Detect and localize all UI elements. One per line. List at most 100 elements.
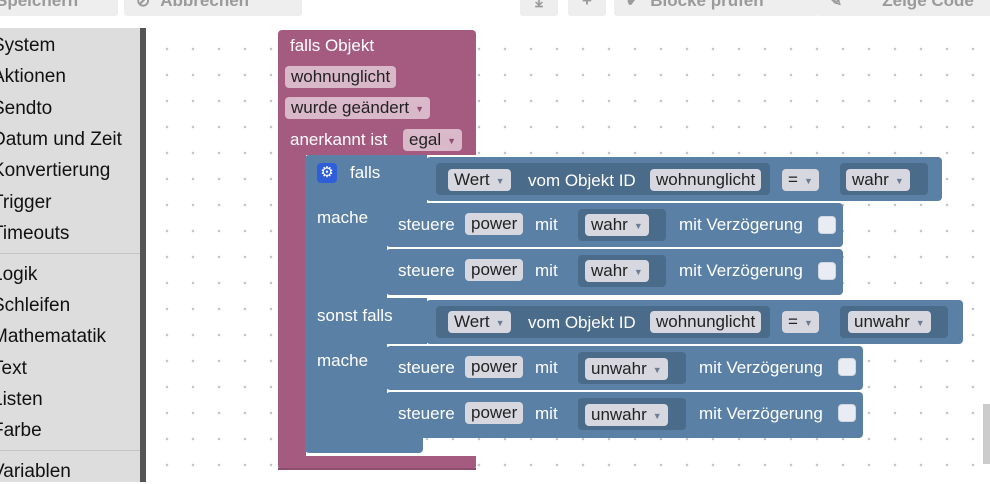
download-icon: ⤓ [535, 0, 543, 10]
gear-icon[interactable]: ⚙ [317, 163, 337, 183]
action3-target-field[interactable]: power [465, 356, 524, 378]
cond1-from-label: vom Objekt ID [528, 171, 636, 190]
action4-label: steuere [398, 404, 455, 423]
add-button[interactable]: + [568, 0, 606, 16]
elseif-header [305, 298, 427, 344]
action4-target-field[interactable]: power [465, 402, 524, 424]
action3-label: steuere [398, 358, 455, 377]
action2-bool: wahr [591, 261, 628, 280]
if-block-footer [305, 437, 423, 453]
cond1-bool-dropdown[interactable]: wahr ▼ [846, 169, 910, 191]
action2-bool-dropdown[interactable]: wahr▼ [585, 260, 649, 282]
category-variablen[interactable]: Variablen [0, 461, 71, 482]
action4-bool: unwahr [591, 405, 647, 424]
category-listen[interactable]: Listen [0, 389, 43, 410]
cond1-bool: wahr [852, 170, 889, 189]
action2-delay-checkbox[interactable] [818, 262, 836, 280]
category-schleifen[interactable]: Schleifen [0, 295, 71, 316]
sidebar-scrollbar[interactable] [140, 28, 146, 482]
category-sendto[interactable]: Sendto [0, 98, 53, 119]
dropdown-arrow-icon: ▼ [894, 175, 904, 186]
sidebar-divider [0, 450, 140, 451]
download-button[interactable]: ⤓ [520, 0, 558, 16]
cond2-value: Wert [454, 312, 490, 331]
action4-delay-checkbox[interactable] [838, 404, 856, 422]
category-system[interactable]: System [0, 35, 56, 56]
action3-delay-checkbox[interactable] [838, 358, 856, 376]
cond1-operator-dropdown[interactable]: =▼ [782, 169, 819, 191]
action4-with: mit [535, 404, 558, 423]
action3-bool: unwahr [591, 359, 647, 378]
dropdown-arrow-icon: ▼ [652, 410, 662, 421]
cancel-label: Abbrechen [160, 0, 250, 10]
cond2-object-field[interactable]: wohnunglicht [650, 311, 762, 333]
event-block-shadow [278, 468, 476, 470]
action1-bool: wahr [591, 215, 628, 234]
event-object-field[interactable]: wohnunglicht [285, 66, 397, 88]
action2-delay-label: mit Verzögerung [679, 261, 803, 280]
cond2-value-dropdown[interactable]: Wert▼ [448, 311, 511, 333]
workspace-scrollbar[interactable] [983, 404, 990, 464]
action2-label: steuere [398, 261, 455, 280]
save-label: Speichern [0, 0, 79, 10]
cancel-icon: ⊘ [136, 0, 151, 10]
action1-label: steuere [398, 215, 455, 234]
action1-delay-checkbox[interactable] [818, 216, 836, 234]
event-trigger-value: wurde geändert [291, 98, 410, 117]
cond2-operator: = [788, 312, 798, 331]
check-blocks-button[interactable]: ✔ Blöcke prüfen [614, 0, 818, 16]
action2-target-field[interactable]: power [465, 259, 524, 281]
event-trigger-dropdown[interactable]: wurde geändert ▼ [285, 97, 431, 119]
event-ack-label: anerkannt ist [290, 130, 388, 149]
action3-bool-dropdown[interactable]: unwahr▼ [585, 358, 668, 380]
action1-target-field[interactable]: power [465, 213, 524, 235]
do-label-1: mache [317, 208, 369, 227]
toolbar: Speichern ⊘Abbrechen ⤓ + ✔Blöcke prüfen … [0, 0, 990, 28]
event-ack-value: egal [409, 130, 442, 149]
cancel-button[interactable]: ⊘ Abbrechen [124, 0, 302, 16]
cond1-operator: = [788, 170, 798, 189]
cond2-from-label: vom Objekt ID [528, 313, 636, 332]
action4-target: power [471, 403, 518, 422]
dropdown-arrow-icon: ▼ [915, 317, 925, 328]
action2-with: mit [535, 261, 558, 280]
event-ack-dropdown[interactable]: egal ▼ [403, 129, 463, 151]
show-code-label: Zeige Code [882, 0, 974, 10]
save-button[interactable]: Speichern [0, 0, 118, 16]
category-aktionen[interactable]: Aktionen [0, 66, 66, 87]
category-logik[interactable]: Logik [0, 264, 38, 285]
cond1-object-field[interactable]: wohnunglicht [650, 169, 762, 191]
cond2-bool-dropdown[interactable]: unwahr▼ [848, 311, 931, 333]
dropdown-arrow-icon: ▼ [415, 103, 425, 114]
action4-delay-label: mit Verzögerung [699, 404, 823, 423]
action1-with: mit [535, 215, 558, 234]
check-icon: ✔ [626, 0, 641, 10]
dropdown-arrow-icon: ▼ [803, 317, 813, 328]
dropdown-arrow-icon: ▼ [447, 135, 457, 146]
event-object-value: wohnunglicht [291, 67, 391, 86]
action1-delay-label: mit Verzögerung [679, 215, 803, 234]
action2-target: power [471, 260, 518, 279]
category-farbe[interactable]: Farbe [0, 420, 42, 441]
block-category-sidebar: System Aktionen Sendto Datum und Zeit Ko… [0, 28, 140, 482]
event-title: falls Objekt [290, 36, 375, 55]
category-timeouts[interactable]: Timeouts [0, 223, 70, 244]
show-code-button[interactable]: ✎ Zeige Code [816, 0, 990, 16]
category-text[interactable]: Text [0, 358, 27, 379]
action1-target: power [471, 214, 518, 233]
cond2-operator-dropdown[interactable]: =▼ [782, 311, 819, 333]
cond2-object: wohnunglicht [656, 312, 756, 331]
category-trigger[interactable]: Trigger [0, 192, 52, 213]
cond1-value-dropdown[interactable]: Wert▼ [448, 169, 511, 191]
category-konvertierung[interactable]: Konvertierung [0, 160, 111, 181]
action3-target: power [471, 357, 518, 376]
action4-bool-dropdown[interactable]: unwahr ▼ [585, 404, 668, 426]
event-block-bottom [278, 456, 476, 470]
code-icon: ✎ [828, 0, 843, 10]
category-mathematik[interactable]: Mathematatik [0, 326, 107, 347]
dropdown-arrow-icon: ▼ [803, 175, 813, 186]
check-blocks-label: Blöcke prüfen [650, 0, 764, 10]
action1-bool-dropdown[interactable]: wahr▼ [585, 214, 649, 236]
sidebar-divider [0, 253, 140, 254]
category-datum-zeit[interactable]: Datum und Zeit [0, 129, 122, 150]
